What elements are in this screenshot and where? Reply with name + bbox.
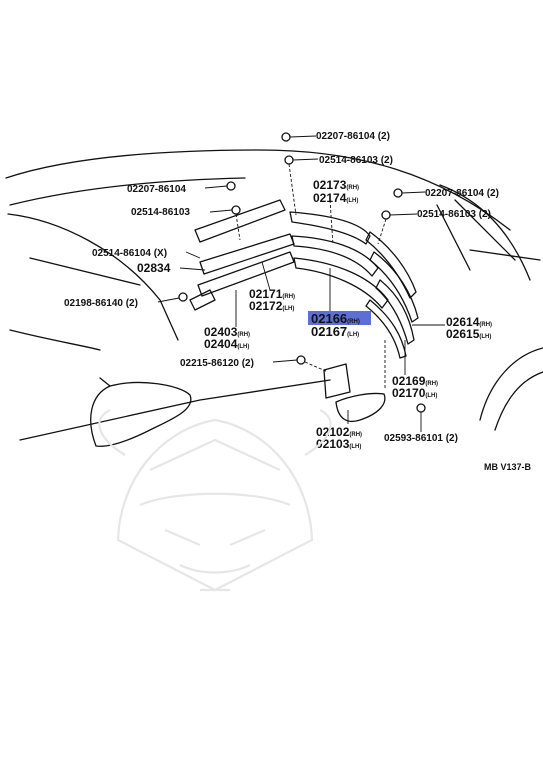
- diagram-code: MB V137-B: [484, 462, 532, 472]
- part-label-l18: 02403(RH): [204, 325, 250, 339]
- leader-l3: [204, 185, 228, 189]
- leader-l6: [401, 191, 426, 194]
- part-label-l11: 02198-86140 (2): [64, 298, 138, 309]
- clip-right-1: [393, 188, 403, 198]
- car-line-b: [436, 204, 471, 271]
- part-label-l2: 02514-86103 (2): [319, 155, 393, 166]
- car-window-frame: [7, 213, 179, 341]
- car-line-a: [454, 199, 516, 261]
- clip-2593: [416, 403, 426, 413]
- leader-l1: [289, 135, 317, 138]
- part-label-l17: 02615(LH): [446, 327, 491, 341]
- car-rear-window: [439, 184, 531, 281]
- highlight-box: [308, 311, 371, 325]
- rail-piece-upper: [194, 199, 286, 243]
- clip-left-2: [231, 205, 241, 215]
- part-label-l25: 02593-86101 (2): [384, 433, 458, 444]
- rail-piece-lower: [197, 251, 295, 297]
- dash-l2: [288, 163, 297, 216]
- clip-top-1: [281, 132, 291, 142]
- clip-right-2: [381, 210, 391, 220]
- car-rear-edge: [469, 249, 541, 261]
- part-label-l7: 02514-86103: [131, 207, 190, 218]
- part-label-l9: 02514-86104 (X): [92, 248, 167, 259]
- samurai-helmet-watermark-icon: [98, 409, 332, 592]
- part-label-l12: 02171(RH): [249, 287, 295, 301]
- leader-l20: [272, 359, 298, 363]
- part-label-l21: 02169(RH): [392, 374, 438, 388]
- molding-arc-2: [291, 235, 379, 277]
- part-label-l23: 02102(RH): [316, 425, 362, 439]
- part-label-l3: 02207-86104: [127, 184, 186, 195]
- car-mirror: [90, 381, 192, 447]
- car-fender-inner: [494, 371, 543, 431]
- part-label-l10: 02834: [137, 261, 171, 275]
- car-roof-line: [5, 149, 511, 231]
- leader-l2: [292, 158, 319, 161]
- car-pillar: [29, 257, 141, 286]
- dash-l20: [304, 361, 329, 373]
- leader-l7: [209, 209, 233, 213]
- clip-2215: [296, 355, 306, 365]
- car-side-line: [9, 329, 101, 351]
- leader-l11: [157, 297, 180, 303]
- leader-l12: [261, 261, 271, 291]
- clip-left-1: [226, 181, 236, 191]
- part-label-l8: 02514-86103 (2): [417, 209, 491, 220]
- car-fender: [479, 347, 543, 421]
- molding-arc-5: [369, 251, 419, 323]
- leader-l8: [389, 213, 418, 216]
- car-mirror-stem: [99, 377, 111, 387]
- car-body-lower: [19, 379, 331, 441]
- clip-bolt-left: [178, 292, 188, 302]
- part-label-l4: 02173(RH): [313, 178, 359, 192]
- door-handle-escutcheon: [323, 363, 351, 399]
- car-roof-inner: [9, 177, 246, 206]
- rail-piece-base: [189, 289, 216, 311]
- door-handle: [335, 392, 386, 423]
- part-label-l6: 02207-86104 (2): [425, 188, 499, 199]
- molding-arc-1: [289, 211, 371, 245]
- leader-l10: [179, 267, 206, 271]
- part-label-l1: 02207-86104 (2): [316, 131, 390, 142]
- part-label-l13: 02172(LH): [249, 299, 294, 313]
- part-label-l24: 02103(LH): [316, 437, 361, 451]
- part-label-l22: 02170(LH): [392, 386, 437, 400]
- molding-arc-3: [293, 257, 389, 309]
- clip-top-2: [284, 155, 294, 165]
- part-label-l19: 02404(LH): [204, 337, 249, 351]
- part-label-l5: 02174(LH): [313, 191, 358, 205]
- part-label-l15: 02167(LH): [311, 324, 359, 339]
- leader-l9: [185, 251, 201, 259]
- molding-arc-4: [365, 231, 417, 299]
- molding-arc-6: [375, 279, 415, 345]
- dash-l4: [329, 199, 334, 246]
- part-label-l14[interactable]: 02166(RH): [311, 311, 360, 326]
- part-label-l20: 02215-86120 (2): [180, 358, 254, 369]
- dash-l8: [377, 218, 387, 245]
- part-label-l16: 02614(RH): [446, 315, 492, 329]
- molding-strip-outer: [365, 299, 407, 359]
- dash-l7: [235, 213, 241, 241]
